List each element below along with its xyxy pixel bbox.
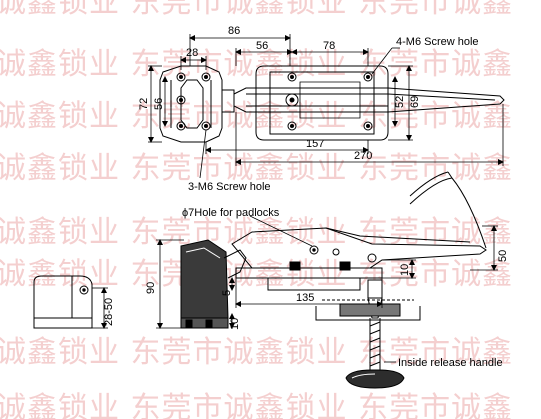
dim-69: 69	[409, 96, 421, 108]
dim-28: 28	[186, 47, 198, 59]
dim-56-top: 56	[256, 40, 268, 52]
handle-base-plate	[255, 65, 389, 141]
top-view-labels: 86 28 56 78 72 56 52 69 157 270 4-M6 Scr…	[138, 25, 479, 193]
dim-72: 72	[138, 98, 150, 110]
screw-hole-label-top: 4-M6 Screw hole	[396, 36, 479, 48]
dim-10-bottom: 10	[229, 318, 241, 330]
dim-52: 52	[394, 96, 406, 108]
dim-28-50: 28-50	[103, 298, 115, 326]
screw-hole-label-bottom: 3-M6 Screw hole	[188, 181, 271, 193]
dim-50: 50	[497, 250, 509, 262]
dim-78: 78	[323, 40, 335, 52]
top-view-dimensions	[148, 34, 504, 179]
strike-block	[180, 239, 229, 329]
release-handle-label: Inside release handle	[398, 357, 503, 369]
handle-arm	[233, 87, 505, 113]
dim-157: 157	[306, 138, 324, 150]
dim-135: 135	[296, 292, 314, 304]
dim-10-right: 10	[399, 264, 411, 276]
watermark-row: 诚鑫锁业 东莞市诚鑫锁业 东莞市诚鑫	[0, 215, 514, 250]
watermark-row: 诚鑫锁业 东莞市诚鑫锁业 东莞市诚鑫	[0, 335, 514, 370]
top-view	[159, 65, 505, 143]
watermark-row: 诚鑫锁业 东莞市诚鑫锁业 东莞市诚鑫	[0, 151, 514, 186]
dim-5: 5	[221, 290, 233, 296]
dim-270: 270	[354, 150, 372, 162]
dim-56-left: 56	[153, 98, 165, 110]
watermark-row: 诚鑫锁业 东莞市诚鑫锁业 东莞市诚鑫	[0, 0, 514, 20]
side-view	[180, 171, 487, 389]
padlock-hole-label: ϕ7Hole for padlocks	[182, 207, 280, 219]
side-view-labels: ϕ7Hole for padlocks 90 5 135 10 50 10 In…	[145, 207, 509, 369]
watermark-row: 诚鑫锁业 东莞市诚鑫锁业 东莞市诚鑫	[0, 391, 514, 419]
dim-86: 86	[228, 25, 240, 37]
side-view-dimensions	[156, 215, 498, 363]
small-strike-view	[33, 275, 108, 329]
dim-90: 90	[145, 282, 157, 294]
strike-plate	[159, 65, 235, 143]
inside-release-handle	[315, 279, 421, 389]
